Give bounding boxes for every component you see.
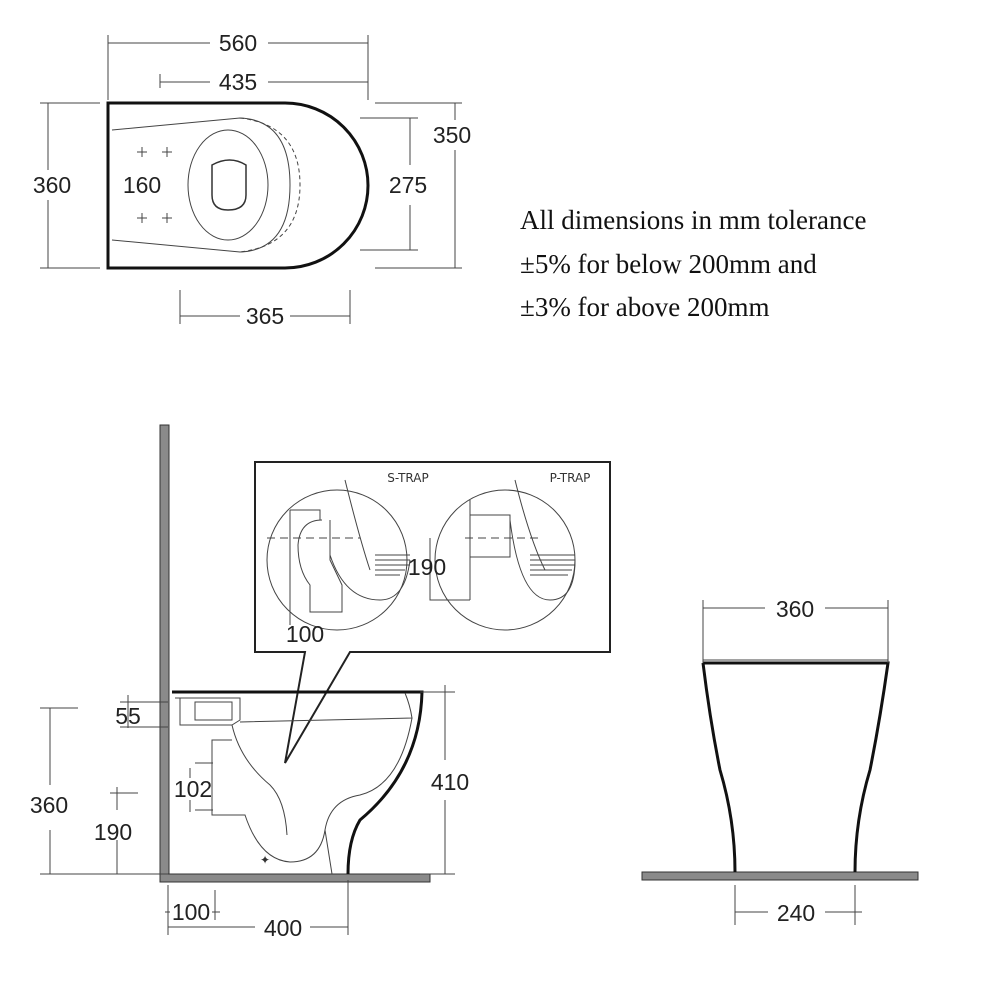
dimension-lines-top: [40, 35, 462, 324]
dim-190-side: 190: [94, 819, 132, 845]
rim-line: [239, 692, 413, 723]
side-view: ✦ 55 102 360 190 410 100 400: [30, 424, 469, 941]
floor-front: [641, 871, 919, 881]
dimension-lines-side: [40, 685, 455, 935]
p-trap-label: P-TRAP: [550, 471, 591, 485]
dim-190-inset: 190: [408, 554, 446, 580]
dim-160: 160: [123, 172, 161, 198]
dim-560: 560: [219, 30, 257, 56]
s-trap-label: S-TRAP: [387, 471, 428, 485]
dim-360-front: 360: [776, 596, 814, 622]
inset-callout-frame: [254, 461, 611, 764]
wall: [159, 424, 170, 883]
s-trap-detail: [267, 479, 411, 625]
pan-outline-side: [172, 690, 424, 875]
dim-365: 365: [246, 303, 284, 329]
pan-outline-top: [106, 101, 370, 270]
dim-55: 55: [115, 703, 141, 729]
top-view: 560 435 360 160 350 275 365: [33, 30, 471, 329]
fixing-holes: [137, 147, 172, 223]
dim-360-top: 360: [33, 172, 71, 198]
seat-line: [702, 659, 889, 663]
dim-240: 240: [777, 900, 815, 926]
dim-102: 102: [174, 776, 212, 802]
fixing-point-icon: ✦: [260, 853, 270, 867]
dim-350: 350: [433, 122, 471, 148]
dim-360-side: 360: [30, 792, 68, 818]
note-line-2: ±5% for below 200mm and: [520, 249, 817, 279]
dim-435: 435: [219, 69, 257, 95]
bowl-top: [187, 129, 269, 241]
cistern-inlet: [175, 697, 241, 726]
bowl-trap: [211, 717, 413, 875]
pan-outline-front: [701, 661, 890, 873]
tolerance-note: All dimensions in mm tolerance ±5% for b…: [520, 205, 866, 322]
dim-400: 400: [264, 915, 302, 941]
outlet-top: [211, 159, 247, 211]
dim-410: 410: [431, 769, 469, 795]
dim-100-inset: 100: [286, 621, 324, 647]
dim-275: 275: [389, 172, 427, 198]
trap-detail-inset: S-TRAP P-TRAP 190 100: [254, 461, 611, 764]
dimension-lines-front: [702, 600, 889, 925]
note-line-1: All dimensions in mm tolerance: [520, 205, 866, 235]
note-line-3: ±3% for above 200mm: [520, 292, 770, 322]
dim-100-side: 100: [172, 899, 210, 925]
front-view: 360 240: [641, 596, 919, 926]
p-trap-detail: [429, 479, 576, 601]
floor-side: [159, 873, 431, 883]
bowl-inner-top: [239, 117, 301, 253]
